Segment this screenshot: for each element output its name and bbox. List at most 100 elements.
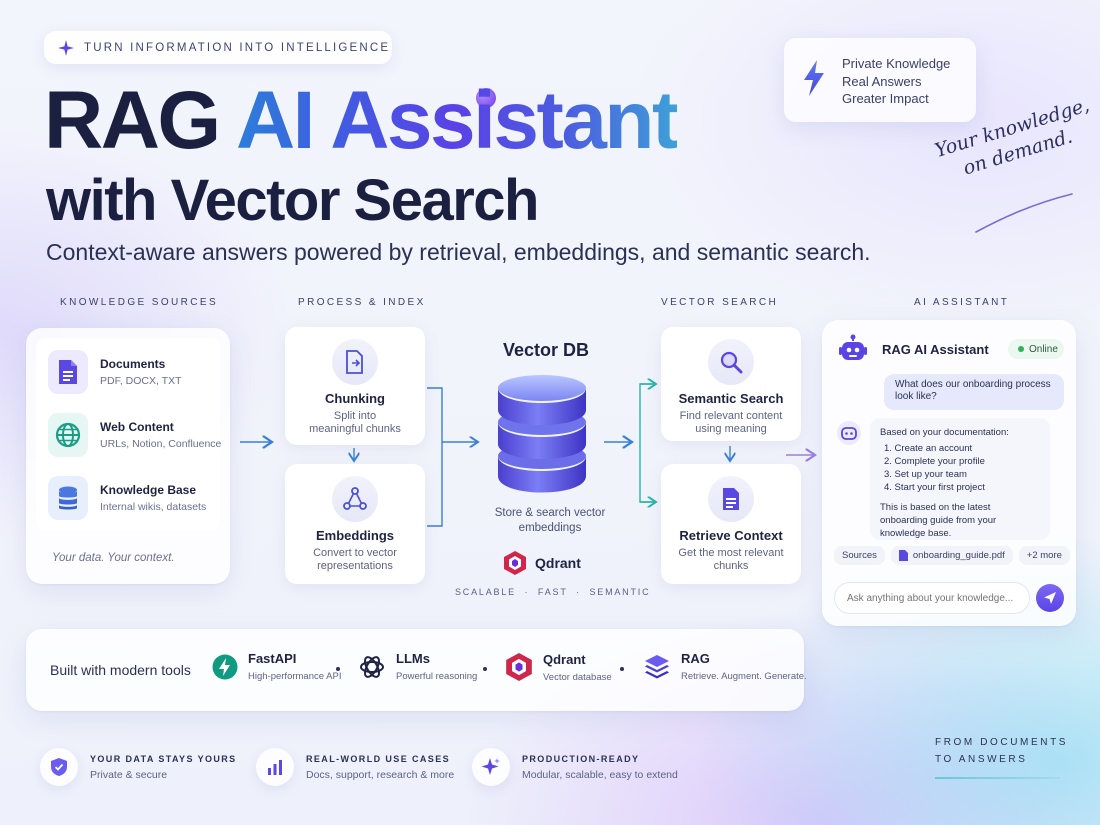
header-tag: TURN INFORMATION INTO INTELLIGENCE bbox=[44, 31, 392, 64]
vector-search-desc: Get the most relevant chunks bbox=[678, 547, 784, 572]
vector-search-name: Semantic Search bbox=[678, 391, 784, 406]
arrow-search-bracket bbox=[639, 384, 656, 502]
ask-input[interactable] bbox=[834, 582, 1030, 614]
handwritten-underline bbox=[975, 193, 1073, 233]
source-name: Documents bbox=[100, 357, 166, 371]
sparkle-icon bbox=[58, 39, 74, 56]
bar-chart-icon bbox=[256, 748, 294, 786]
source-file-chip[interactable]: onboarding_guide.pdf bbox=[890, 546, 1013, 565]
globe-icon bbox=[48, 413, 88, 457]
tool-desc: Vector database bbox=[543, 671, 612, 683]
nodes-icon bbox=[332, 476, 378, 522]
page-subtitle: with Vector Search bbox=[46, 168, 539, 233]
assistant-chat-card: RAG AI Assistant Online What does our on… bbox=[822, 320, 1076, 626]
send-icon bbox=[1044, 592, 1056, 604]
vector-search-name: Retrieve Context bbox=[679, 528, 783, 543]
send-button[interactable] bbox=[1036, 584, 1064, 612]
corner-line: FROM DOCUMENTS bbox=[935, 737, 1069, 748]
status-badge: Online bbox=[1008, 339, 1064, 359]
magnifier-icon bbox=[708, 339, 754, 385]
highlight-line: Greater Impact bbox=[842, 91, 929, 106]
header-tag-text: TURN INFORMATION INTO INTELLIGENCE bbox=[84, 41, 391, 54]
tool-llms: LLMs Powerful reasoning bbox=[358, 651, 477, 682]
highlight-line: Private Knowledge bbox=[842, 56, 951, 71]
status-text: Online bbox=[1029, 343, 1058, 355]
pdf-file-icon bbox=[898, 550, 908, 561]
sparkle-icon bbox=[472, 748, 510, 786]
separator-dot bbox=[483, 667, 487, 671]
bot-step: 2. Complete your profile bbox=[884, 456, 985, 467]
bot-step: 3. Set up your team bbox=[884, 469, 967, 480]
title-accent-dot bbox=[476, 88, 496, 108]
vector-search-desc: Find relevant content using meaning bbox=[679, 410, 783, 435]
highlight-line: Real Answers bbox=[842, 73, 922, 89]
bot-message: Based on your documentation: 1. Create a… bbox=[870, 418, 1050, 540]
database-icon bbox=[48, 476, 88, 520]
section-label-process-index: PROCESS & INDEX bbox=[298, 297, 426, 308]
vector-db-brand: Qdrant bbox=[503, 550, 581, 576]
title-ai-assistant: AI Assistant bbox=[235, 75, 679, 166]
title-rag: RAG bbox=[44, 75, 221, 166]
feature-desc: Modular, scalable, easy to extend bbox=[522, 768, 678, 781]
document-icon bbox=[48, 350, 88, 394]
highlight-card: Private Knowledge Real Answers Greater I… bbox=[784, 38, 976, 122]
feature-title: YOUR DATA STAYS YOURS bbox=[90, 753, 237, 764]
database-cylinder-icon bbox=[498, 375, 586, 493]
bot-step: 4. Start your first project bbox=[884, 482, 985, 493]
corner-line: TO ANSWERS bbox=[935, 754, 1028, 765]
feature-desc: Private & secure bbox=[90, 768, 168, 781]
fastapi-icon bbox=[212, 654, 238, 679]
feature-desc: Docs, support, research & more bbox=[306, 768, 455, 781]
robot-icon bbox=[839, 334, 867, 360]
tool-desc: Retrieve. Augment. Generate. bbox=[681, 671, 807, 682]
vector-search-semantic: Semantic Search Find relevant content us… bbox=[661, 327, 801, 441]
sources-label: Sources bbox=[834, 546, 885, 565]
more-sources-chip[interactable]: +2 more bbox=[1018, 546, 1070, 565]
source-name: Web Content bbox=[100, 420, 174, 434]
source-knowledge-base: Knowledge Base Internal wikis, datasets bbox=[48, 476, 206, 520]
section-label-knowledge-sources: KNOWLEDGE SOURCES bbox=[60, 297, 219, 308]
process-name: Embeddings bbox=[315, 528, 394, 543]
corner-caption: FROM DOCUMENTS TO ANSWERS bbox=[935, 734, 1068, 768]
source-file-name: onboarding_guide.pdf bbox=[912, 550, 1005, 561]
file-split-icon bbox=[332, 339, 378, 385]
bot-footer: This is based on the latest onboarding g… bbox=[880, 502, 997, 539]
source-desc: PDF, DOCX, TXT bbox=[100, 375, 182, 387]
bot-avatar-icon bbox=[837, 421, 861, 445]
section-label-vector-search: VECTOR SEARCH bbox=[661, 297, 779, 308]
feature-production-ready: PRODUCTION-READY Modular, scalable, easy… bbox=[472, 748, 678, 786]
tool-rag: RAG Retrieve. Augment. Generate. bbox=[643, 651, 807, 682]
vector-db-brand-name: Qdrant bbox=[535, 555, 581, 571]
process-chunking: Chunking Split into meaningful chunks bbox=[285, 327, 425, 445]
knowledge-sources-card: Documents PDF, DOCX, TXT Web Content URL… bbox=[26, 328, 230, 584]
separator-dot bbox=[336, 667, 340, 671]
tool-qdrant: Qdrant Vector database bbox=[505, 651, 612, 683]
online-dot bbox=[1018, 346, 1024, 352]
process-desc: Split into meaningful chunks bbox=[309, 410, 401, 435]
tools-lead: Built with modern tools bbox=[50, 662, 191, 678]
vector-db-title: Vector DB bbox=[503, 340, 590, 360]
assistant-title: RAG AI Assistant bbox=[882, 342, 989, 357]
feature-title: REAL-WORLD USE CASES bbox=[306, 753, 451, 764]
process-embeddings: Embeddings Convert to vector representat… bbox=[285, 464, 425, 584]
source-web-content: Web Content URLs, Notion, Confluence bbox=[48, 413, 221, 457]
bot-intro: Based on your documentation: bbox=[880, 427, 1009, 438]
source-desc: Internal wikis, datasets bbox=[100, 501, 207, 513]
section-label-ai-assistant: AI ASSISTANT bbox=[914, 297, 1010, 308]
bot-step: 1. Create an account bbox=[884, 443, 973, 454]
page-title: RAG AI Assistant bbox=[44, 80, 679, 162]
vector-db-desc: Store & search vector embeddings bbox=[494, 507, 606, 534]
corner-underline bbox=[935, 777, 1060, 779]
source-name: Knowledge Base bbox=[100, 483, 197, 497]
separator-dot bbox=[620, 667, 624, 671]
layers-icon bbox=[645, 654, 669, 678]
shield-icon bbox=[40, 748, 78, 786]
openai-icon bbox=[360, 655, 384, 678]
vector-search-retrieve: Retrieve Context Get the most relevant c… bbox=[661, 464, 801, 584]
source-desc: URLs, Notion, Confluence bbox=[100, 438, 222, 450]
tool-name: RAG bbox=[681, 651, 710, 666]
process-desc: Convert to vector representations bbox=[313, 547, 397, 572]
document-icon bbox=[708, 476, 754, 522]
vector-db-tags: SCALABLE · FAST · SEMANTIC bbox=[455, 587, 651, 597]
user-message: What does our onboarding process look li… bbox=[884, 374, 1064, 410]
